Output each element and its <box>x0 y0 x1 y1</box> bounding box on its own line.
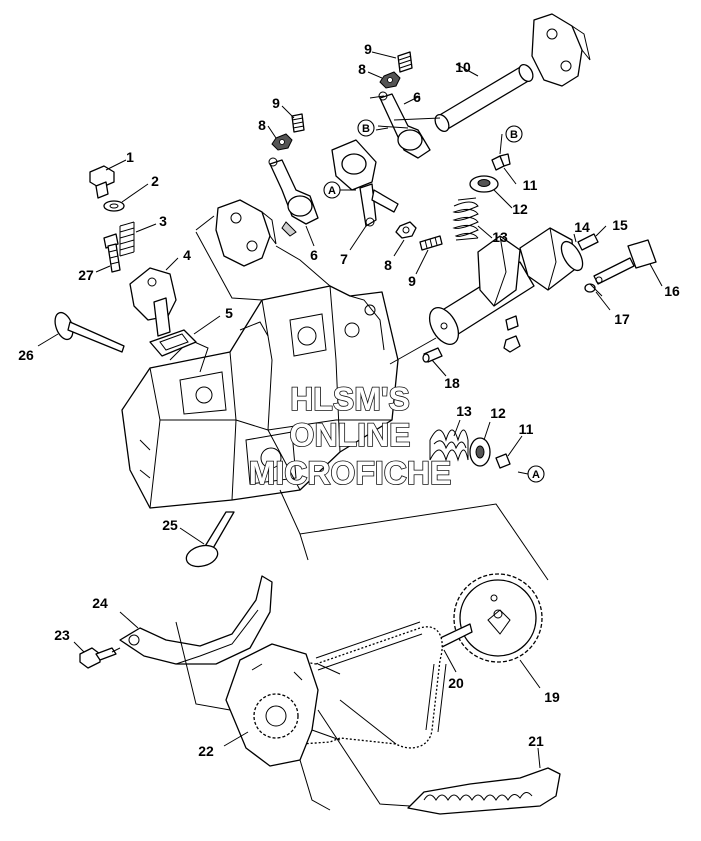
svg-text:B: B <box>510 129 518 141</box>
valve-keeper-upper <box>491 153 511 171</box>
callout-21: 21 <box>528 733 544 749</box>
callout-13-bottom: 13 <box>456 403 472 419</box>
callout-26: 26 <box>18 347 34 363</box>
reference-mark-b-right: B <box>505 125 523 143</box>
plug-bolt <box>89 165 115 199</box>
callout-23: 23 <box>54 627 70 643</box>
adjuster-screw-mid <box>291 113 305 133</box>
adjuster-screw-lower <box>419 235 443 251</box>
spring-retainer-upper <box>469 175 499 193</box>
watermark-line-3: MICROFICHE <box>249 455 452 491</box>
callout-13-top: 13 <box>492 229 508 245</box>
callout-19: 19 <box>544 689 560 705</box>
callout-25: 25 <box>162 517 178 533</box>
callout-24: 24 <box>92 595 108 611</box>
cam-sprocket <box>453 573 543 663</box>
reference-mark-b-left: B <box>357 119 375 137</box>
callout-18: 18 <box>444 375 460 391</box>
exhaust-valve <box>185 511 235 568</box>
valve-spring-upper <box>452 197 479 241</box>
callout-8-low: 8 <box>384 257 392 273</box>
spring-retainer-lower <box>469 437 491 467</box>
dowel-pin <box>577 233 599 251</box>
reference-mark-a-upper: A <box>323 181 341 199</box>
callout-9-low: 9 <box>408 273 416 289</box>
lock-nut-top <box>379 71 401 89</box>
callout-20: 20 <box>448 675 464 691</box>
tensioner-bolt <box>103 233 121 273</box>
svg-text:A: A <box>328 185 336 197</box>
chain-guide <box>119 575 273 665</box>
watermark-line-2: ONLINE <box>290 417 411 453</box>
callout-numbers: 1 2 3 4 5 27 26 9 8 9 8 10 6 6 7 8 9 11 … <box>18 41 680 759</box>
callout-12-bottom: 12 <box>490 405 506 421</box>
callout-7: 7 <box>340 251 348 267</box>
callout-1: 1 <box>126 149 134 165</box>
watermark-line-1: HLSM'S <box>290 381 410 417</box>
callout-2: 2 <box>151 173 159 189</box>
crank-sprocket-housing <box>225 643 341 811</box>
drive-spindle <box>593 239 657 285</box>
lower-chain-guide <box>407 767 561 815</box>
valve-keeper-lower <box>495 453 511 469</box>
callout-15: 15 <box>612 217 628 233</box>
callout-6-top: 6 <box>413 89 421 105</box>
rocker-support-left <box>215 199 277 267</box>
callout-3: 3 <box>159 213 167 229</box>
callout-22: 22 <box>198 743 214 759</box>
rocker-support-right <box>531 13 591 87</box>
reference-mark-a-lower: A <box>527 465 545 483</box>
callout-12-top: 12 <box>512 201 528 217</box>
callout-8-top: 8 <box>358 61 366 77</box>
washer <box>103 200 125 212</box>
callout-16: 16 <box>664 283 680 299</box>
intake-valve <box>54 311 125 353</box>
chain-tensioner <box>129 267 177 337</box>
tensioner-spring <box>119 221 135 257</box>
rocker-arm-center <box>331 139 399 227</box>
tensioner-gasket <box>149 329 197 357</box>
callout-6-bottom: 6 <box>310 247 318 263</box>
callout-10: 10 <box>455 59 471 75</box>
callout-11-bottom: 11 <box>519 421 534 437</box>
reference-marks: B B A A <box>323 119 545 483</box>
callout-4: 4 <box>183 247 191 263</box>
adjuster-screw-top <box>397 51 413 73</box>
callout-leaders <box>37 51 663 769</box>
leader-lines <box>111 95 603 807</box>
lock-nut-mid <box>271 133 293 151</box>
svg-text:B: B <box>362 123 370 135</box>
rocker-arm-upper <box>378 91 431 159</box>
callout-11-top: 11 <box>523 177 538 193</box>
rocker-shaft <box>434 63 534 133</box>
callout-27: 27 <box>78 267 94 283</box>
callout-9-top: 9 <box>364 41 372 57</box>
cam-pin <box>422 347 443 363</box>
callout-14: 14 <box>574 219 590 235</box>
rocker-arm-lower <box>268 157 319 237</box>
watermark: HLSM'S ONLINE MICROFICHE <box>248 380 452 492</box>
cylinder-head <box>121 285 399 509</box>
callout-8-mid: 8 <box>258 117 266 133</box>
camshaft <box>428 227 584 353</box>
valve-spring-lower <box>429 429 469 462</box>
pivot-bolt <box>79 647 117 669</box>
svg-text:A: A <box>532 469 540 481</box>
lock-nut-lower <box>395 221 417 239</box>
callout-5: 5 <box>225 305 233 321</box>
callout-9-mid: 9 <box>272 95 280 111</box>
callout-17: 17 <box>614 311 630 327</box>
